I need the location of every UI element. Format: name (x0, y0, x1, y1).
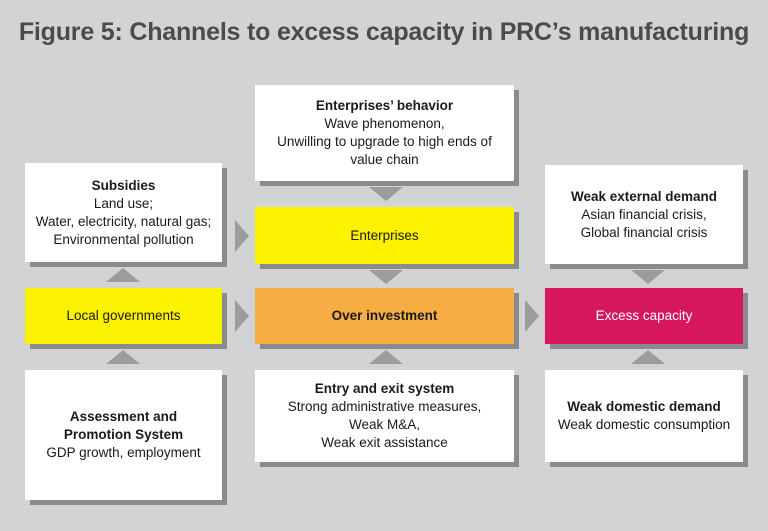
arrow-local-gov-to-subsidies (106, 268, 140, 282)
over-investment-label: Over investment (331, 308, 438, 323)
weak-external-demand-heading: Weak external demand (570, 188, 718, 204)
assessment-promotion-heading: Assessment and (69, 409, 178, 424)
local-governments-box: Local governments (25, 288, 222, 344)
arrow-local-gov-to-over-investment (235, 300, 249, 332)
arrow-entry-exit-to-over-investment (369, 350, 403, 364)
entry-exit-line: Weak M&A, (348, 417, 421, 432)
weak-external-demand-line: Asian financial crisis, (581, 206, 707, 222)
excess-capacity-label: Excess capacity (595, 308, 693, 323)
arrow-enterprises-to-over-investment (369, 270, 403, 284)
enterprises-behavior-box: Enterprises’ behavior Wave phenomenon, U… (255, 85, 514, 181)
weak-external-demand-line: Global financial crisis (580, 224, 708, 240)
enterprises-behavior-line: value chain (350, 152, 419, 167)
weak-domestic-demand-heading: Weak domestic demand (567, 399, 721, 414)
local-governments-label: Local governments (66, 308, 181, 323)
over-investment-box: Over investment (255, 288, 514, 344)
arrow-subsidies-to-enterprises (235, 220, 249, 252)
entry-exit-heading: Entry and exit system (314, 381, 455, 396)
weak-domestic-demand-box: Weak domestic demand Weak domestic consu… (545, 370, 743, 462)
enterprises-behavior-heading: Enterprises’ behavior (315, 98, 454, 113)
enterprises-label: Enterprises (350, 227, 419, 243)
subsidies-line: Land use; (93, 195, 154, 211)
arrow-behavior-to-enterprises (369, 187, 403, 201)
subsidies-line: Environmental pollution (53, 231, 194, 247)
subsidies-heading: Subsidies (91, 177, 156, 193)
enterprises-box: Enterprises (255, 207, 514, 264)
entry-exit-line: Weak exit assistance (321, 435, 448, 450)
subsidies-line: Water, electricity, natural gas; (35, 213, 212, 229)
subsidies-box: Subsidies Land use; Water, electricity, … (25, 163, 222, 262)
arrow-assessment-to-local-gov (106, 350, 140, 364)
excess-capacity-box: Excess capacity (545, 288, 743, 344)
weak-domestic-demand-line: Weak domestic consumption (557, 417, 731, 432)
enterprises-behavior-line: Unwilling to upgrade to high ends of (277, 134, 492, 149)
entry-exit-box: Entry and exit system Strong administrat… (255, 370, 514, 462)
arrow-over-investment-to-excess (525, 300, 539, 332)
entry-exit-line: Strong administrative measures, (287, 399, 482, 414)
figure-title: Figure 5: Channels to excess capacity in… (18, 18, 750, 46)
enterprises-behavior-line: Wave phenomenon, (324, 116, 445, 131)
assessment-promotion-box: Assessment and Promotion System GDP grow… (25, 370, 222, 500)
assessment-promotion-heading: Promotion System (63, 427, 184, 442)
arrow-domestic-demand-to-excess (631, 350, 665, 364)
weak-external-demand-box: Weak external demand Asian financial cri… (545, 165, 743, 264)
arrow-external-demand-to-excess (631, 270, 665, 284)
assessment-promotion-line: GDP growth, employment (46, 445, 201, 460)
